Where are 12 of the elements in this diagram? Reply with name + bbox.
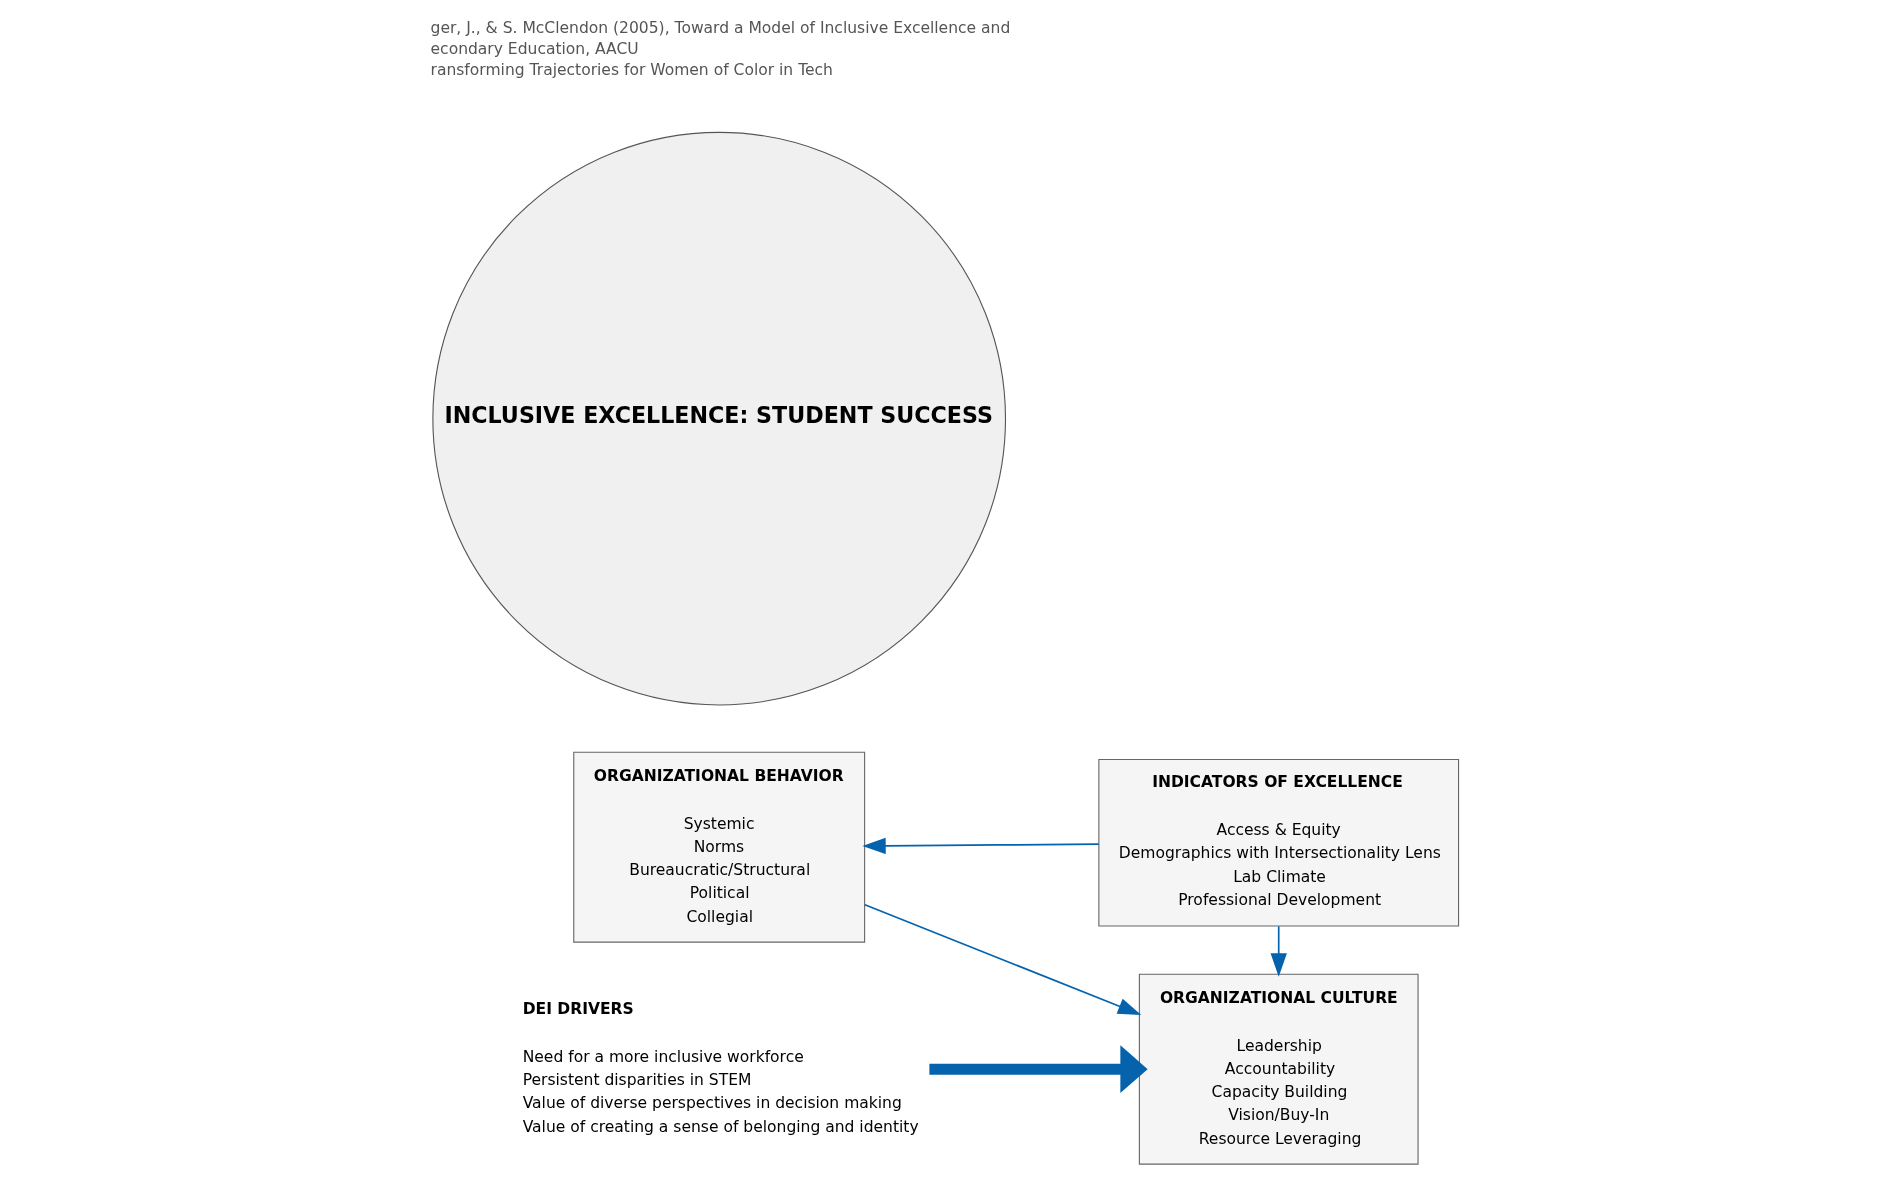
arrow bbox=[861, 837, 1100, 855]
arrow bbox=[863, 903, 1141, 1015]
arrow bbox=[1270, 925, 1287, 977]
node-box: INDICATORS OF EXCELLENCE Access & Equity Demographics with Intersectionality Lens Lab Climate Professional Development bbox=[1097, 758, 1459, 927]
label: ransforming Trajectories for Women of Color in Tech bbox=[430, 60, 833, 79]
label: ger, J., & S. McClendon (2005), Toward a Model of Inclusive Excellence and bbox=[430, 18, 1010, 37]
label: econdary Education, AACU bbox=[430, 39, 639, 58]
node-text: DEI DRIVERS Need for a more inclusive workforce Persistent disparities in STEM Value of diverse perspectives in decision making Value of creating a sense of belonging and identity bbox=[522, 999, 919, 1136]
arrow bbox=[928, 1045, 1148, 1094]
node-box: ORGANIZATIONAL BEHAVIOR Systemic Norms Bureaucratic/Structural Political Collegial bbox=[572, 751, 865, 943]
node-circle: INCLUSIVE EXCELLENCE: STUDENT SUCCESS bbox=[431, 131, 1006, 706]
node-box: ORGANIZATIONAL CULTURE Leadership Accountability Capacity Building Vision/Buy-In Resource Leveraging bbox=[1138, 973, 1419, 1165]
